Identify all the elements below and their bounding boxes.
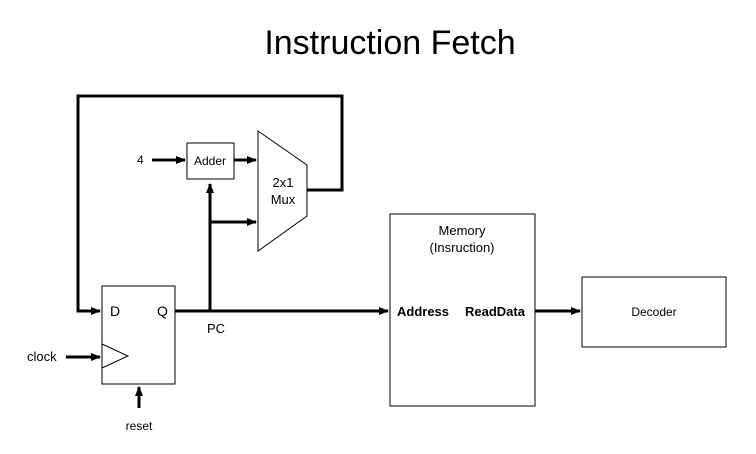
- mux-label-line1: 2x1: [273, 175, 294, 190]
- mux-label-line2: Mux: [271, 192, 296, 207]
- memory-address-port: Address: [397, 304, 449, 319]
- memory-title-line1: Memory: [439, 223, 486, 238]
- pc-label: PC: [207, 321, 225, 336]
- register-q-label: Q: [157, 303, 168, 319]
- decoder-box: [581, 276, 727, 348]
- pc-register: [101, 285, 176, 385]
- register-d-label: D: [110, 303, 120, 319]
- mux-shape: [257, 130, 308, 252]
- clock-label: clock: [27, 349, 57, 364]
- memory-readdata-port: ReadData: [465, 304, 526, 319]
- constant-four-label: 4: [137, 153, 144, 167]
- adder-label: Adder: [194, 154, 226, 168]
- memory-title-line2: (Insruction): [429, 240, 494, 255]
- diagram-title: Instruction Fetch: [264, 24, 515, 62]
- reset-label: reset: [126, 419, 153, 433]
- decoder-label: Decoder: [631, 305, 676, 319]
- memory-block: [389, 213, 536, 407]
- clock-triangle-icon: [101, 343, 130, 369]
- feedback-wire: [76, 94, 344, 315]
